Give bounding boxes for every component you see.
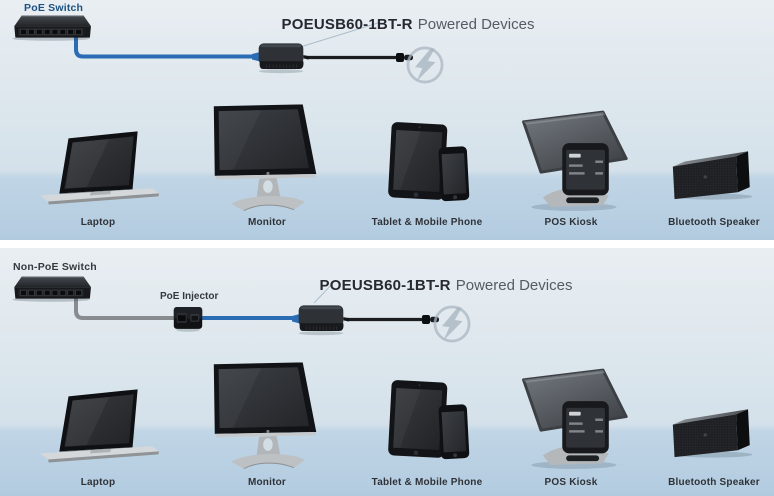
non-poe-switch-label: Non-PoE Switch: [13, 261, 97, 273]
pos-kiosk-image: [508, 110, 634, 213]
panel-divider: [0, 240, 774, 248]
non-poe-switch-image: [8, 275, 92, 302]
bluetooth-speaker-image: [666, 146, 760, 201]
model-name: POEUSB60-1BT-R: [319, 277, 451, 295]
device-label-laptop: Laptop: [80, 217, 116, 228]
poe-injector-image: [172, 304, 204, 332]
tablet-mobile-image: [380, 378, 474, 465]
device-label-bluetooth-speaker: Bluetooth Speaker: [668, 217, 760, 228]
panel-non-poe-switch-scenario: Non-PoE Switch PoE Injector POEUSB60-1BT…: [0, 248, 774, 496]
device-label-laptop: Laptop: [80, 477, 116, 488]
dc-plug: [396, 53, 404, 62]
pos-kiosk-image: [508, 368, 634, 471]
poe-injector-label: PoE Injector: [160, 291, 219, 302]
poeusb60-adapter-image: [252, 40, 310, 75]
title-suffix: Powered Devices: [417, 16, 535, 34]
device-label-monitor: Monitor: [247, 217, 287, 228]
power-lightning-icon: [406, 44, 444, 86]
model-name: POEUSB60-1BT-R: [281, 16, 413, 34]
dc-plug: [422, 315, 430, 324]
monitor-image: [208, 362, 324, 471]
tablet-mobile-image: [380, 120, 474, 207]
laptop-image: [38, 386, 160, 476]
device-label-pos-kiosk: POS Kiosk: [544, 217, 598, 228]
device-label-monitor: Monitor: [247, 477, 287, 488]
poe-cable: [74, 31, 259, 59]
cable-diagram-layer: [74, 281, 471, 345]
poe-switch-label: PoE Switch: [24, 2, 84, 14]
cable-diagram-layer: [74, 22, 444, 86]
bluetooth-speaker-image: [666, 404, 760, 459]
title-leader-line: [296, 22, 379, 49]
ethernet-cable: [74, 292, 180, 320]
power-lightning-icon: [433, 303, 471, 345]
device-label-tablet-mobile: Tablet & Mobile Phone: [371, 477, 483, 488]
poeusb60-adapter-image: [292, 302, 350, 337]
poe-switch-image: [8, 14, 92, 41]
monitor-image: [208, 104, 324, 213]
device-label-pos-kiosk: POS Kiosk: [544, 477, 598, 488]
title-leader-line: [313, 281, 335, 304]
device-label-bluetooth-speaker: Bluetooth Speaker: [668, 477, 760, 488]
title-suffix: Powered Devices: [455, 277, 573, 295]
device-label-tablet-mobile: Tablet & Mobile Phone: [371, 217, 483, 228]
laptop-image: [38, 128, 160, 218]
